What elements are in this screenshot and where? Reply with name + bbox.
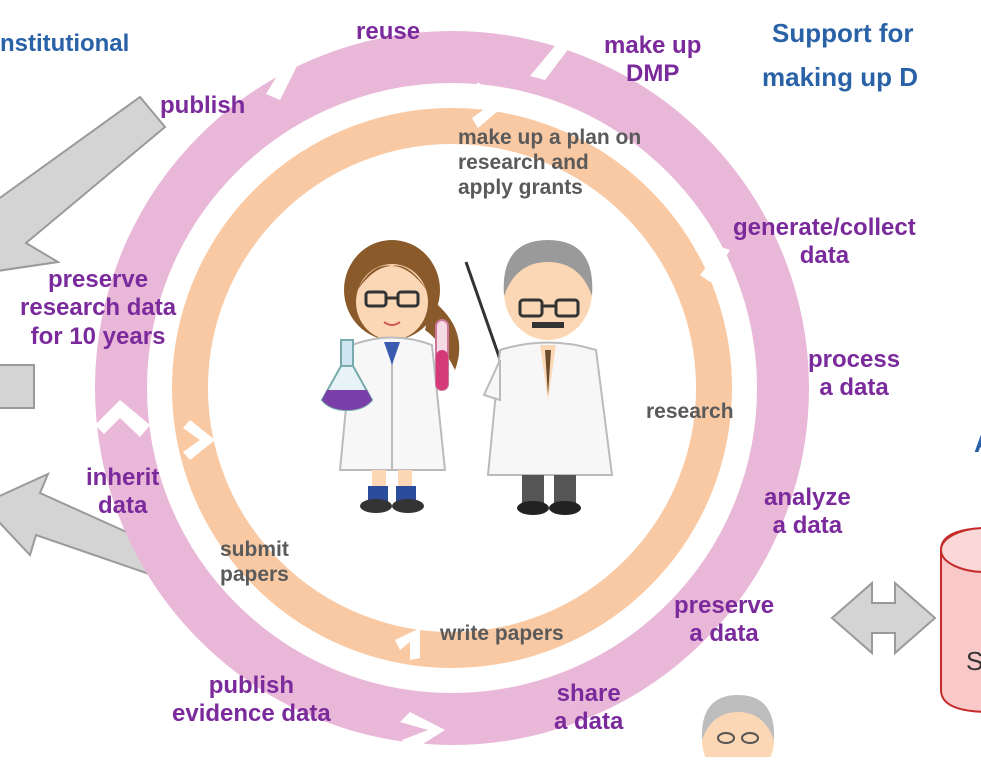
database-label: S	[966, 646, 981, 676]
double-arrow-icon	[830, 580, 937, 656]
outer-cycle-ring	[95, 31, 809, 745]
institutional-heading: nstitutional	[0, 30, 130, 57]
support-heading-line1: Support for	[772, 18, 914, 48]
inner-label-research: research	[646, 400, 734, 423]
inner-ring-chevrons	[183, 82, 730, 660]
inner-label-write-papers: write papers	[440, 622, 564, 645]
outer-label-reuse: reuse	[356, 18, 421, 45]
outer-label-publish: publish	[160, 92, 246, 119]
gray-arrow-upper-left	[0, 95, 167, 272]
outer-ring-chevrons	[95, 5, 800, 752]
female-scientist-icon	[320, 240, 460, 513]
cutoff-letter-a: A	[974, 428, 981, 459]
database-icon	[940, 527, 981, 713]
male-professor-icon	[464, 240, 614, 515]
support-heading-line2: making up D	[762, 62, 919, 92]
inner-cycle-ring	[172, 108, 732, 668]
elder-face-icon	[701, 695, 775, 762]
gray-arrow-middle-left	[0, 364, 35, 409]
